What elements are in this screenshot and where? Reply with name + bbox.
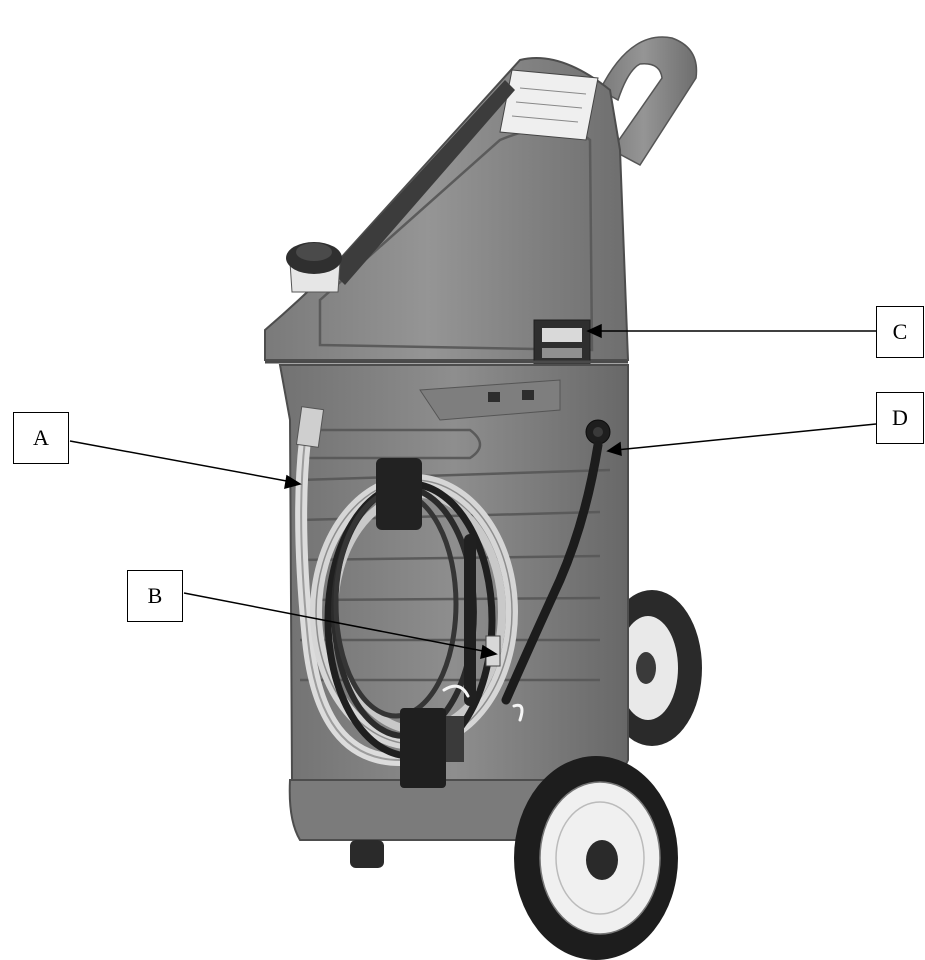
callout-label-c: C (892, 319, 908, 344)
leader-line-d (615, 423, 877, 451)
leader-lines (69, 323, 877, 660)
leader-line-a (69, 440, 293, 483)
callout-box-b: B (127, 570, 183, 622)
arrowhead-a (284, 474, 302, 490)
hose-holder (376, 458, 464, 788)
callout-label-b: B (147, 583, 163, 608)
arrowhead-d (606, 441, 622, 457)
handle (599, 36, 698, 166)
front-wheel (514, 756, 678, 960)
data-plate (533, 319, 591, 369)
arrowhead-b (480, 644, 498, 660)
port-d (585, 419, 611, 445)
callout-label-d: D (892, 405, 908, 430)
callout-box-c: C (876, 306, 924, 358)
upper-housing (264, 57, 630, 369)
fill-cap (286, 242, 342, 293)
callout-box-d: D (876, 392, 924, 444)
callout-label-a: A (33, 425, 49, 450)
callout-box-a: A (13, 412, 69, 464)
leader-line-b (183, 592, 489, 653)
arrowhead-c (586, 323, 602, 339)
